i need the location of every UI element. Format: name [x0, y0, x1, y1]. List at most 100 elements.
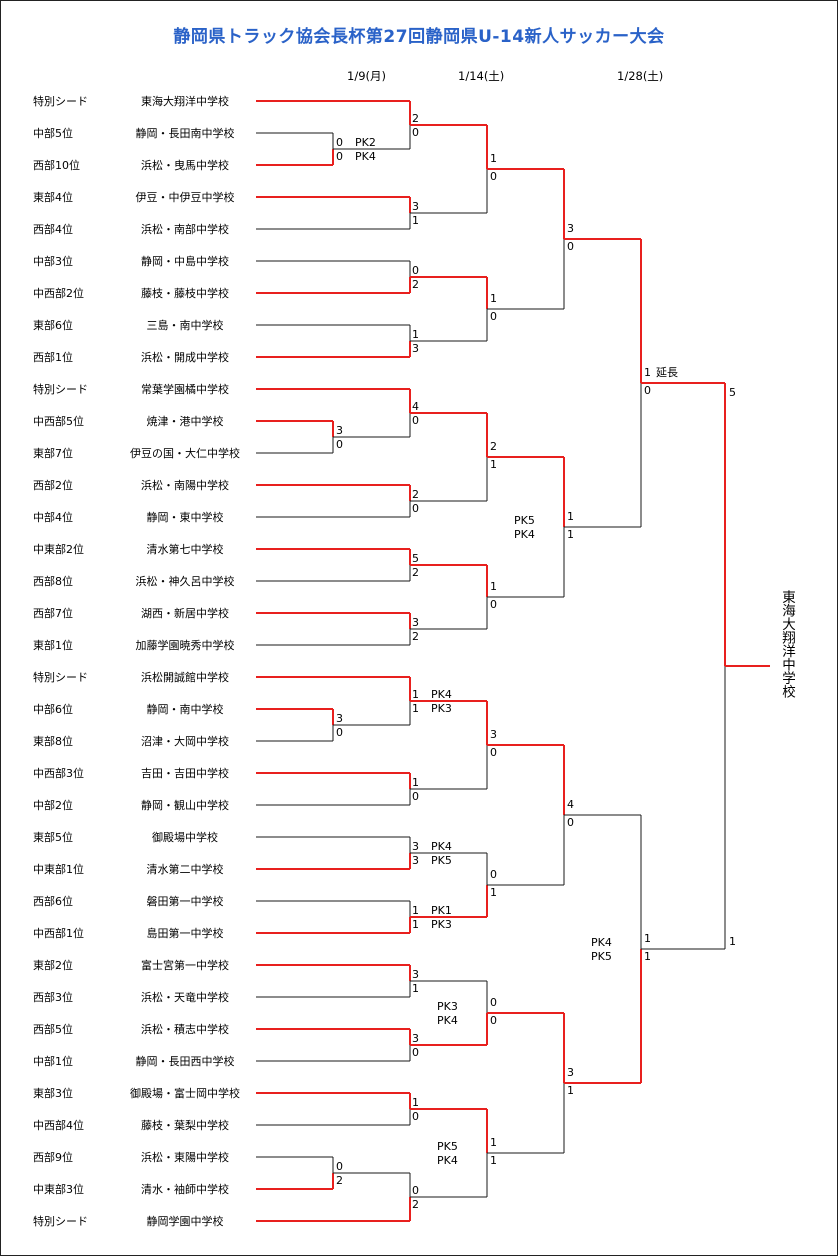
r1-pk: PK3: [431, 918, 452, 931]
team-seed: 西部1位: [33, 350, 73, 364]
team-seed: 西部2位: [33, 478, 73, 492]
team-name: 静岡・中島中学校: [141, 254, 229, 268]
r1-pk: PK1: [431, 904, 452, 917]
team-seed: 中部4位: [33, 510, 73, 524]
team-name: 静岡・東中学校: [147, 510, 224, 524]
r1-pk: PK4: [431, 840, 452, 853]
r2-pk: PK5: [437, 1140, 458, 1153]
prelim-pk: PK2: [355, 136, 376, 149]
team-seed: 西部8位: [33, 574, 73, 588]
team-name: 富士宮第一中学校: [141, 958, 229, 972]
team-name: 静岡・南中学校: [147, 702, 224, 716]
r1-score: 3: [412, 1032, 419, 1045]
team-seed: 西部10位: [33, 158, 80, 172]
r2-score: 2: [490, 440, 497, 453]
team-name: 藤枝・藤枝中学校: [141, 286, 229, 300]
r2-score: 0: [490, 996, 497, 1009]
team-name: 島田第一中学校: [147, 926, 224, 940]
team-seed: 西部6位: [33, 894, 73, 908]
r4-score: 1: [644, 932, 651, 945]
page-title: 静岡県トラック協会長杯第27回静岡県U-14新人サッカー大会: [173, 27, 665, 47]
team-seed: 中西部4位: [33, 1118, 84, 1132]
team-seed: 東部3位: [33, 1086, 73, 1100]
r2-score: 1: [490, 580, 497, 593]
team-name: 伊豆・中伊豆中学校: [136, 190, 235, 204]
team-seed: 西部3位: [33, 990, 73, 1004]
r1-score: 3: [412, 200, 419, 213]
date-round-3: 1/28(土): [617, 69, 664, 83]
r1-score: 0: [412, 1110, 419, 1123]
team-name: 焼津・港中学校: [147, 414, 224, 428]
r1-score: 1: [412, 1096, 419, 1109]
team-seed: 中東部1位: [33, 862, 84, 876]
team-name: 静岡学園中学校: [147, 1214, 224, 1228]
champion-name: 東海大翔洋中学校: [779, 590, 795, 698]
team-name: 浜松開誠館中学校: [141, 670, 229, 684]
prelim-score: 3: [336, 424, 343, 437]
team-seed: 中部1位: [33, 1054, 73, 1068]
r1-score: 3: [412, 616, 419, 629]
r1-score: 5: [412, 552, 419, 565]
team-seed: 西部5位: [33, 1022, 73, 1036]
team-seed: 中西部1位: [33, 926, 84, 940]
team-seed: 特別シード: [33, 382, 88, 396]
team-name: 御殿場中学校: [152, 830, 218, 844]
r1-score: 2: [412, 278, 419, 291]
team-seed: 中西部2位: [33, 286, 84, 300]
r3-score: 3: [567, 222, 574, 235]
r3-score: 4: [567, 798, 574, 811]
r2-pk: PK4: [437, 1154, 458, 1167]
r3-score: 3: [567, 1066, 574, 1079]
r2-score: 1: [490, 152, 497, 165]
team-seed: 西部4位: [33, 222, 73, 236]
prelim-score: 2: [336, 1174, 343, 1187]
r1-score: 2: [412, 566, 419, 579]
team-name: 御殿場・富士岡中学校: [130, 1086, 240, 1100]
r2-score: 1: [490, 292, 497, 305]
team-seed: 東部1位: [33, 638, 73, 652]
r3-score: 0: [567, 240, 574, 253]
team-name: 浜松・神久呂中学校: [136, 574, 235, 588]
r1-score: 0: [412, 414, 419, 427]
team-seed: 東部4位: [33, 190, 73, 204]
team-name: 浜松・天竜中学校: [141, 990, 229, 1004]
team-name: 加藤学園暁秀中学校: [136, 638, 235, 652]
r2-score: 1: [490, 1136, 497, 1149]
r2-score: 0: [490, 170, 497, 183]
r2-score: 0: [490, 746, 497, 759]
r3-score: 1: [567, 1084, 574, 1097]
r1-score: 0: [412, 1184, 419, 1197]
r4-score: 1: [644, 950, 651, 963]
r3-score: 1: [567, 528, 574, 541]
r1-score: 2: [412, 1198, 419, 1211]
r1-score: 2: [412, 488, 419, 501]
r1-score: 2: [412, 630, 419, 643]
r4-score: 1: [644, 366, 651, 379]
team-name: 沼津・大岡中学校: [141, 734, 229, 748]
team-name: 浜松・積志中学校: [141, 1022, 229, 1036]
r1-score: 0: [412, 502, 419, 515]
r4-note: 延長: [656, 366, 678, 379]
r2-score: 0: [490, 868, 497, 881]
r3-score: 0: [567, 816, 574, 829]
team-seed: 中部2位: [33, 798, 73, 812]
final-score: 1: [729, 935, 736, 948]
prelim-score: 0: [336, 726, 343, 739]
team-seed: 中部3位: [33, 254, 73, 268]
r4-pk: PK4: [591, 936, 612, 949]
r3-score: 1: [567, 510, 574, 523]
team-seed: 東部6位: [33, 318, 73, 332]
r1-pk: PK5: [431, 854, 452, 867]
r1-score: 3: [412, 840, 419, 853]
team-seed: 西部9位: [33, 1150, 73, 1164]
team-name: 清水第七中学校: [147, 542, 224, 556]
prelim-score: 0: [336, 1160, 343, 1173]
date-round-1: 1/9(月): [347, 69, 386, 83]
team-name: 静岡・長田南中学校: [136, 126, 235, 140]
r2-score: 0: [490, 1014, 497, 1027]
r2-score: 1: [490, 1154, 497, 1167]
team-name: 藤枝・葉梨中学校: [141, 1118, 229, 1132]
team-seed: 特別シード: [33, 1214, 88, 1228]
